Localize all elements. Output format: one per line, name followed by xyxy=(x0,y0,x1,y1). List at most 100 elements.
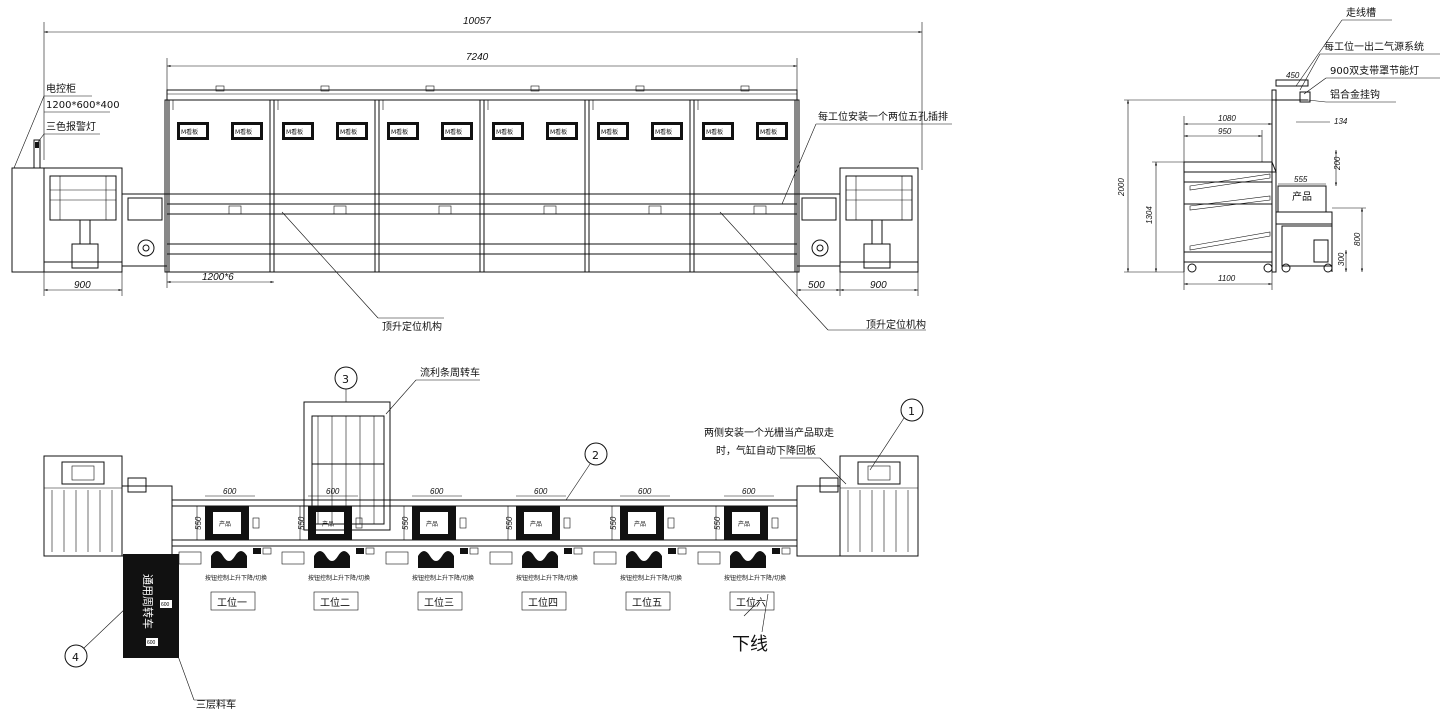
label-lift-left: 顶升定位机构 xyxy=(382,320,442,333)
label-wire-trough: 走线槽 xyxy=(1346,6,1376,19)
label-lift-right: 顶升定位机构 xyxy=(866,318,926,331)
front-elevation: 10057 7240 M看板 M看板 M看板 M看板 M看板 M看板 M看板 M看板 M看板 M看… xyxy=(11,16,952,333)
label-tri-color-lamp: 三色报警灯 xyxy=(46,120,96,133)
m-board: M看板 xyxy=(231,122,263,140)
button-note: 按钮控制上升下降/切换 xyxy=(620,574,682,582)
dim-station-width: 600 xyxy=(326,487,340,496)
m-board-text: M看板 xyxy=(706,128,723,136)
m-board: M看板 xyxy=(651,122,683,140)
dim-side-200: 200 xyxy=(1333,156,1342,171)
label-cart-vertical: 通用周转车 xyxy=(141,574,155,629)
product-label: 产品 xyxy=(426,520,438,528)
m-board-text: M看板 xyxy=(181,128,198,136)
dim-side-300: 300 xyxy=(1337,252,1346,266)
tri-color-lamp xyxy=(33,139,41,169)
m-board-text: M看板 xyxy=(445,128,462,136)
dim-station-depth: 550 xyxy=(297,516,306,530)
turnover-cart xyxy=(303,401,391,531)
dim-station-width: 600 xyxy=(223,487,237,496)
m-board-text: M看板 xyxy=(340,128,357,136)
dim-station-depth: 550 xyxy=(609,516,618,530)
dim-total: 10057 xyxy=(463,16,491,27)
dim-station-depth: 550 xyxy=(713,516,722,530)
button-note: 按钮控制上升下降/切换 xyxy=(724,574,786,582)
dim-side-1100: 1100 xyxy=(1218,274,1236,283)
dim-side-134: 134 xyxy=(1334,117,1348,126)
svg-text:2: 2 xyxy=(592,449,599,462)
m-board: M看板 xyxy=(177,122,209,140)
left-end-station xyxy=(43,167,168,273)
m-board-text: M看板 xyxy=(760,128,777,136)
label-product-side: 产品 xyxy=(1292,190,1312,203)
station-label-4: 工位四 xyxy=(528,596,558,609)
m-board: M看板 xyxy=(387,122,419,140)
label-cabinet-size: 1200*600*400 xyxy=(46,100,120,111)
label-electric-cabinet: 电控柜 xyxy=(46,82,76,95)
m-board: M看板 xyxy=(546,122,578,140)
button-note: 按钮控制上升下降/切换 xyxy=(308,574,370,582)
electric-cabinet xyxy=(11,167,45,273)
m-board: M看板 xyxy=(756,122,788,140)
m-board-text: M看板 xyxy=(391,128,408,136)
dim-station-width: 600 xyxy=(430,487,444,496)
dim-side-1304: 1304 xyxy=(1145,206,1154,224)
label-lamp-900: 900双支带罩节能灯 xyxy=(1330,64,1419,77)
m-board: M看板 xyxy=(702,122,734,140)
dim-station-width: 600 xyxy=(742,487,756,496)
dim-station-depth: 550 xyxy=(194,516,203,530)
dim-cart-600a: 600 xyxy=(161,602,170,608)
m-board-text: M看板 xyxy=(601,128,618,136)
dim-side-2000: 2000 xyxy=(1117,178,1126,197)
m-board-text: M看板 xyxy=(235,128,252,136)
balloon-4 xyxy=(64,644,88,668)
m-board: M看板 xyxy=(492,122,524,140)
label-outlet-note: 每工位安装一个两位五孔插排 xyxy=(818,110,948,123)
m-board: M看板 xyxy=(282,122,314,140)
label-grating-2: 时，气缸自动下降回板 xyxy=(716,444,816,457)
station-label-6: 工位六 xyxy=(736,596,766,609)
m-board: M看板 xyxy=(597,122,629,140)
dim-right-width: 900 xyxy=(870,280,887,291)
station-label-3: 工位三 xyxy=(424,596,454,609)
product-label: 产品 xyxy=(219,520,231,528)
dim-side-950: 950 xyxy=(1218,127,1232,136)
product-label: 产品 xyxy=(738,520,750,528)
m-board: M看板 xyxy=(441,122,473,140)
m-board: M看板 xyxy=(336,122,368,140)
m-board-text: M看板 xyxy=(286,128,303,136)
svg-text:1: 1 xyxy=(908,405,915,418)
dim-side-800: 800 xyxy=(1353,232,1362,246)
side-elevation: 产品 2000 1304 1080 950 450 134 200 555 80… xyxy=(1117,6,1440,290)
dim-frame: 7240 xyxy=(466,52,489,63)
m-board-text: M看板 xyxy=(655,128,672,136)
dim-side-1080: 1080 xyxy=(1218,114,1236,123)
dim-side-555: 555 xyxy=(1294,175,1308,184)
label-offline: 下线 xyxy=(732,634,768,655)
m-board-text: M看板 xyxy=(496,128,513,136)
dim-bay-pitch: 1200*6 xyxy=(202,272,234,283)
product-label: 产品 xyxy=(530,520,542,528)
station-label-1: 工位一 xyxy=(217,596,247,609)
label-three-layer-cart: 三层料车 xyxy=(196,698,236,711)
button-note: 按钮控制上升下降/切换 xyxy=(516,574,578,582)
label-grating-1: 两侧安装一个光栅当产品取走 xyxy=(704,426,834,439)
button-note: 按钮控制上升下降/切换 xyxy=(205,574,267,582)
dim-station-depth: 550 xyxy=(401,516,410,530)
dim-station-depth: 550 xyxy=(505,516,514,530)
svg-text:3: 3 xyxy=(342,373,349,386)
station-label-5: 工位五 xyxy=(632,596,662,609)
dim-station-width: 600 xyxy=(534,487,548,496)
label-al-hook: 铝合金挂钩 xyxy=(1330,88,1380,101)
dim-side-450: 450 xyxy=(1286,71,1300,80)
dim-cabinet-width: 900 xyxy=(74,280,91,291)
dim-gap-500: 500 xyxy=(808,280,825,291)
label-air-source: 每工位一出二气源系统 xyxy=(1324,40,1424,53)
label-turnover-cart: 流利条周转车 xyxy=(420,366,480,379)
